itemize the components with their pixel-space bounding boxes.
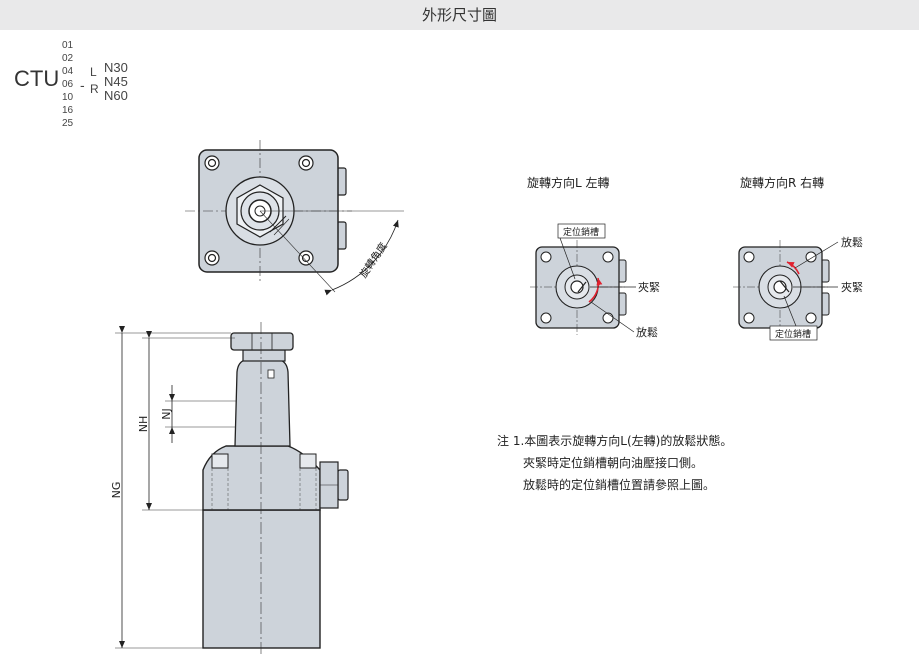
rotation-left-diagram: 旋轉方向L 左轉 定位銷槽 夾緊 放鬆 [527,175,660,339]
size-option: 02 [62,53,74,64]
side-view: NH NJ NG [110,322,349,655]
angle-option: N30 [104,60,128,75]
notes: 注 1.本圖表示旋轉方向L(左轉)的放鬆狀態。 夾緊時定位銷槽朝向油壓接口側。 … [497,430,732,496]
nj-dimension-label: NJ [160,408,173,419]
direction-option: L [90,65,97,79]
note-line: 注 1.本圖表示旋轉方向L(左轉)的放鬆狀態。 [497,434,733,448]
ng-dimension-label: NG [110,482,123,499]
page-title: 外形尺寸圖 [0,0,919,30]
direction-option: R [90,82,99,96]
note-line: 夾緊時定位銷槽朝向油壓接口側。 [523,456,704,470]
clamp-label-right: 夾緊 [841,281,863,294]
top-view: 旋轉角度 [185,140,404,296]
release-label-left: 放鬆 [636,325,658,339]
size-option: 04 [62,66,74,77]
angle-option: N45 [104,74,128,89]
rotation-left-title: 旋轉方向L 左轉 [527,175,610,190]
rotation-right-diagram: 旋轉方向R 右轉 放鬆 夾緊 定位銷槽 [733,175,863,341]
size-option: 01 [62,40,74,51]
nh-dimension-label: NH [137,416,150,433]
pin-slot-label-right: 定位銷槽 [775,328,811,340]
model-prefix: CTU [14,66,60,91]
note-line: 放鬆時的定位銷槽位置請參照上圖。 [523,478,716,492]
size-option: 25 [62,118,74,129]
clamp-label-left: 夾緊 [638,281,660,294]
size-option: 10 [62,92,74,103]
size-option: 16 [62,105,74,116]
angle-option: N60 [104,88,128,103]
rotation-angle-label: 旋轉角度 [357,240,390,280]
size-option: 06 [62,79,74,90]
pin-slot-label-left: 定位銷槽 [563,226,599,238]
release-label-right: 放鬆 [841,235,863,249]
model-separator: - [80,77,85,93]
rotation-right-title: 旋轉方向R 右轉 [740,175,824,190]
model-code: CTU 01 02 04 06 10 16 25 - L R N30 N45 N… [0,38,200,133]
